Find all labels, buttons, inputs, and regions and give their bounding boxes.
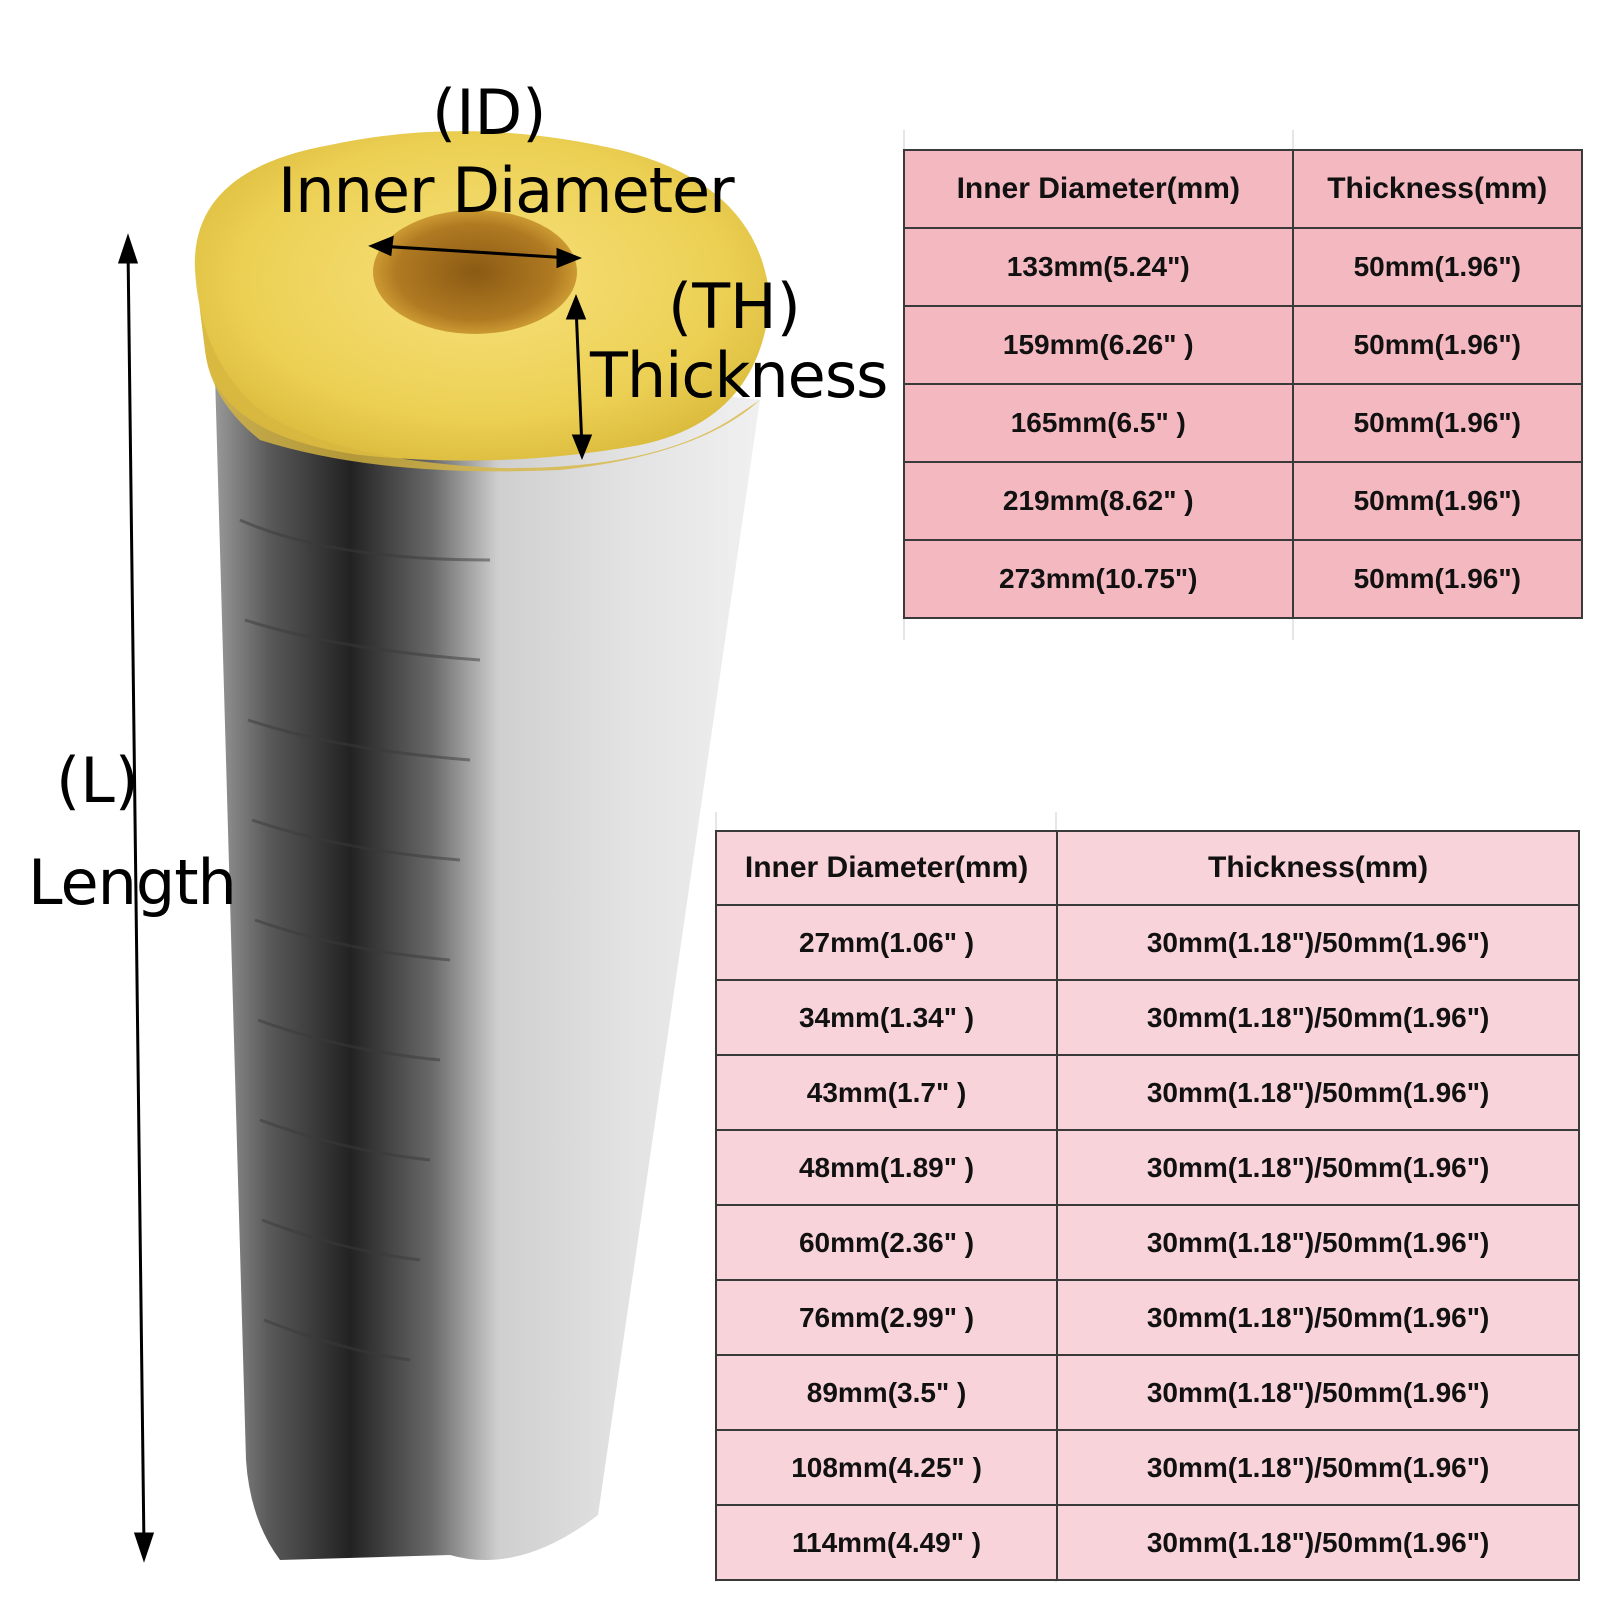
table-row: 76mm(2.99" ) 30mm(1.18")/50mm(1.96") [714, 1279, 1580, 1356]
cell-inner-diameter: 219mm(8.62" ) [903, 461, 1294, 541]
inner-diameter-label: Inner Diameter [278, 154, 735, 227]
cell-thickness: 50mm(1.96") [1291, 539, 1584, 619]
length-label: Length [28, 846, 237, 919]
cell-thickness: 30mm(1.18")/50mm(1.96") [1056, 1129, 1580, 1206]
header-thickness: Thickness(mm) [1056, 830, 1580, 906]
cell-inner-diameter: 34mm(1.34" ) [714, 979, 1059, 1056]
inner-bore [373, 210, 577, 334]
thickness-arrow [565, 293, 593, 461]
inner-diameter-arrow [368, 235, 583, 269]
cell-inner-diameter: 89mm(3.5" ) [714, 1354, 1059, 1431]
cell-thickness: 30mm(1.18")/50mm(1.96") [1056, 904, 1580, 981]
cell-thickness: 30mm(1.18")/50mm(1.96") [1056, 1054, 1580, 1131]
cell-inner-diameter: 165mm(6.5" ) [903, 383, 1294, 463]
table-row: 43mm(1.7" ) 30mm(1.18")/50mm(1.96") [714, 1054, 1580, 1131]
table-row: 114mm(4.49" ) 30mm(1.18")/50mm(1.96") [714, 1504, 1580, 1581]
table-row: 34mm(1.34" ) 30mm(1.18")/50mm(1.96") [714, 979, 1580, 1056]
header-thickness: Thickness(mm) [1291, 149, 1584, 229]
cell-thickness: 30mm(1.18")/50mm(1.96") [1056, 1429, 1580, 1506]
table-header-row: Inner Diameter(mm) Thickness(mm) [903, 149, 1584, 229]
cell-inner-diameter: 27mm(1.06" ) [714, 904, 1059, 981]
table-row: 27mm(1.06" ) 30mm(1.18")/50mm(1.96") [714, 904, 1580, 981]
cell-thickness: 30mm(1.18")/50mm(1.96") [1056, 1279, 1580, 1356]
table-header-row: Inner Diameter(mm) Thickness(mm) [714, 830, 1580, 906]
cell-thickness: 50mm(1.96") [1291, 383, 1584, 463]
header-inner-diameter: Inner Diameter(mm) [903, 149, 1294, 229]
cell-inner-diameter: 159mm(6.26" ) [903, 305, 1294, 385]
table-row: 89mm(3.5" ) 30mm(1.18")/50mm(1.96") [714, 1354, 1580, 1431]
cell-inner-diameter: 133mm(5.24") [903, 227, 1294, 307]
cell-thickness: 30mm(1.18")/50mm(1.96") [1056, 1204, 1580, 1281]
cell-thickness: 50mm(1.96") [1291, 305, 1584, 385]
table-row: 133mm(5.24") 50mm(1.96") [903, 227, 1584, 307]
foil-wrinkles [239, 518, 491, 1362]
cell-thickness: 50mm(1.96") [1291, 227, 1584, 307]
cell-inner-diameter: 48mm(1.89" ) [714, 1129, 1059, 1206]
pipe-insulation-illustration: (ID) Inner Diameter (TH) Thickness (L) L… [28, 76, 888, 1563]
table-row: 273mm(10.75") 50mm(1.96") [903, 539, 1584, 619]
cell-inner-diameter: 273mm(10.75") [903, 539, 1294, 619]
cell-inner-diameter: 60mm(2.36" ) [714, 1204, 1059, 1281]
cell-inner-diameter: 76mm(2.99" ) [714, 1279, 1059, 1356]
table-row: 60mm(2.36" ) 30mm(1.18")/50mm(1.96") [714, 1204, 1580, 1281]
table-row: 219mm(8.62" ) 50mm(1.96") [903, 461, 1584, 541]
header-inner-diameter: Inner Diameter(mm) [714, 830, 1059, 906]
inner-diameter-code: (ID) [432, 76, 547, 149]
thickness-label: Thickness [590, 339, 888, 412]
cell-thickness: 30mm(1.18")/50mm(1.96") [1056, 979, 1580, 1056]
cell-thickness: 30mm(1.18")/50mm(1.96") [1056, 1354, 1580, 1431]
thickness-code: (TH) [668, 270, 801, 343]
table-row: 165mm(6.5" ) 50mm(1.96") [903, 383, 1584, 463]
cell-thickness: 30mm(1.18")/50mm(1.96") [1056, 1504, 1580, 1581]
cell-thickness: 50mm(1.96") [1291, 461, 1584, 541]
foil-jacket [214, 340, 760, 1560]
table-row: 108mm(4.25" ) 30mm(1.18")/50mm(1.96") [714, 1429, 1580, 1506]
pipe-insulation-svg [117, 131, 771, 1563]
large-size-table: Inner Diameter(mm) Thickness(mm) 133mm(5… [903, 149, 1584, 619]
length-arrow [117, 233, 155, 1563]
cell-inner-diameter: 114mm(4.49" ) [714, 1504, 1059, 1581]
cell-inner-diameter: 43mm(1.7" ) [714, 1054, 1059, 1131]
cell-inner-diameter: 108mm(4.25" ) [714, 1429, 1059, 1506]
table-row: 48mm(1.89" ) 30mm(1.18")/50mm(1.96") [714, 1129, 1580, 1206]
small-size-table: Inner Diameter(mm) Thickness(mm) 27mm(1.… [714, 830, 1580, 1581]
length-code: (L) [56, 744, 139, 817]
table-row: 159mm(6.26" ) 50mm(1.96") [903, 305, 1584, 385]
